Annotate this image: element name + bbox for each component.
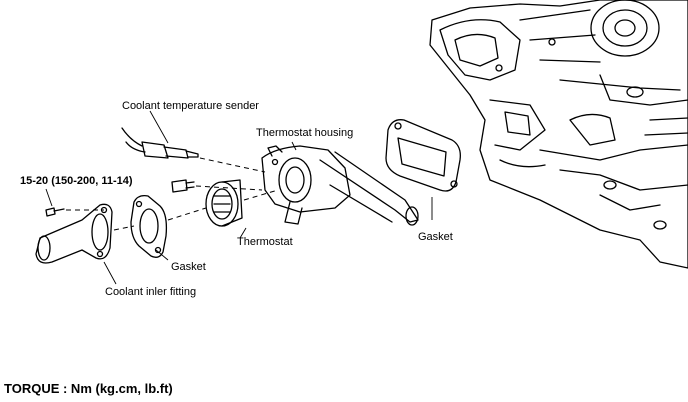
thermostat-housing-part — [261, 145, 419, 226]
bolt-part — [45, 207, 65, 217]
gasket-left-part — [130, 194, 168, 258]
coolant-inlet-fitting-part — [35, 203, 113, 264]
torque-units-caption: TORQUE : Nm (kg.cm, lb.ft) — [4, 381, 173, 396]
label-thermostat-housing: Thermostat housing — [256, 127, 354, 139]
coolant-sender-part — [121, 127, 199, 159]
label-torque-spec: 15-20 (150-200, 11-14) — [20, 175, 133, 187]
label-gasket-left: Gasket — [171, 261, 206, 273]
leader-lines — [45, 110, 433, 285]
label-coolant-inlet-fitting: Coolant inler fitting — [105, 286, 197, 298]
gasket-right-part — [385, 119, 461, 192]
alignment-lines — [66, 157, 279, 231]
thermostat-part — [205, 179, 243, 227]
label-thermostat: Thermostat — [237, 236, 293, 248]
bleed-plug-part — [171, 179, 195, 193]
label-coolant-temperature-sender: Coolant temperature sender — [122, 100, 259, 112]
label-gasket-right: Gasket — [418, 231, 453, 243]
engine-block — [429, 0, 688, 269]
